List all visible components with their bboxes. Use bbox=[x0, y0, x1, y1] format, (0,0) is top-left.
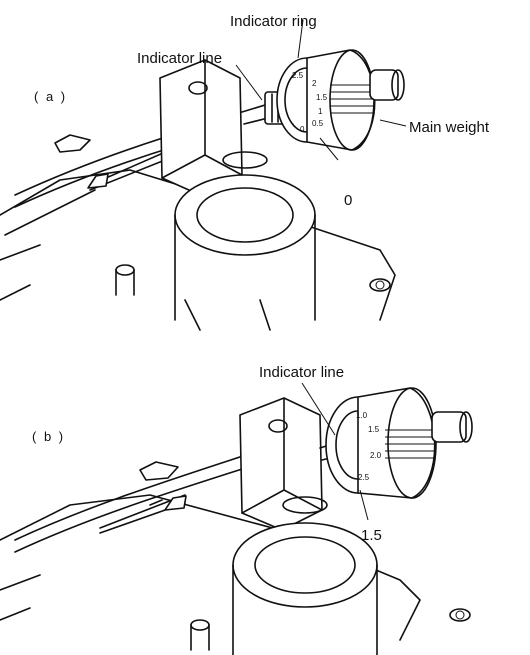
scale-a-tick: 0 bbox=[300, 125, 305, 134]
indicator-line-label-a: Indicator line bbox=[137, 50, 222, 67]
scale-a-tick: 1.5 bbox=[316, 93, 328, 102]
scale-a-tick: 2 bbox=[312, 79, 317, 88]
scale-a-tick: 0.5 bbox=[312, 119, 324, 128]
scale-b-tick: 2.5 bbox=[358, 473, 370, 482]
panel-b-illustration bbox=[0, 382, 473, 655]
scale-b-tick: 1.0 bbox=[356, 411, 368, 420]
scale-b-tick: 1.5 bbox=[368, 425, 380, 434]
panel-a-label: ( a ) bbox=[34, 89, 67, 104]
scale-a-tick: 2.5 bbox=[292, 71, 304, 80]
panel-a-scale: 2.5 2 1.5 1 0.5 0 bbox=[292, 71, 328, 134]
indicator-ring-label: Indicator ring bbox=[230, 13, 317, 30]
panel-b-label: ( b ) bbox=[32, 429, 65, 444]
zero-value-label: 0 bbox=[344, 192, 352, 209]
value-label-b: 1.5 bbox=[361, 527, 382, 544]
indicator-line-label-b: Indicator line bbox=[259, 364, 344, 381]
panel-a-illustration bbox=[0, 19, 407, 331]
panel-b-scale: 1.0 1.5 2.0 2.5 bbox=[356, 411, 382, 482]
main-weight-label: Main weight bbox=[409, 119, 490, 136]
scale-b-tick: 2.0 bbox=[370, 451, 382, 460]
scale-a-tick: 1 bbox=[318, 107, 323, 116]
